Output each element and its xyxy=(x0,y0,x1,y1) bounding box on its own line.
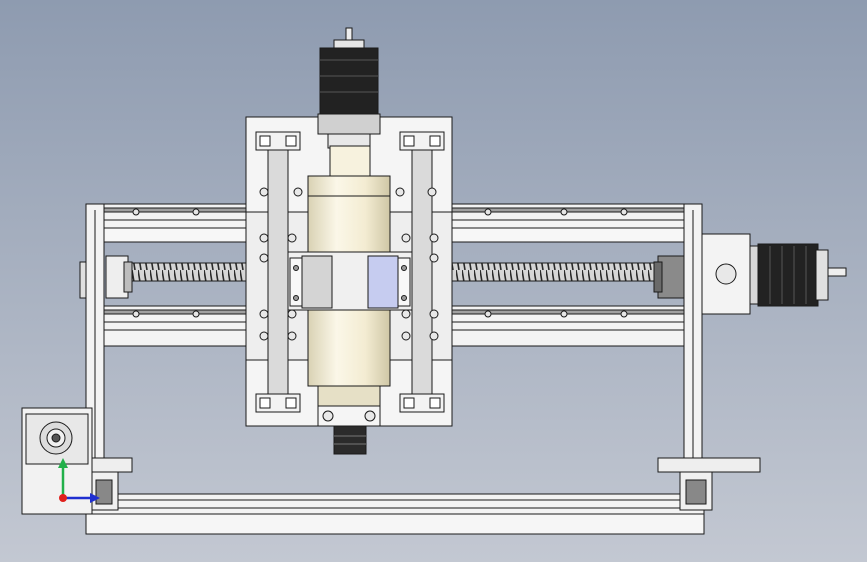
right-side-plate xyxy=(683,203,703,463)
right-screw-bearing-block xyxy=(653,255,685,299)
base-extrusion xyxy=(85,493,705,535)
right-foot xyxy=(657,457,761,511)
stepper-motor-icon xyxy=(749,243,847,307)
z-stepper-motor xyxy=(317,27,381,149)
x-axis-motor-mount xyxy=(701,233,751,315)
lead-screw xyxy=(129,262,661,282)
triad-icon xyxy=(58,458,100,503)
spindle-clamp xyxy=(287,251,413,311)
z-linear-bearings xyxy=(255,131,445,413)
carriage-bolts xyxy=(259,187,439,341)
collet-nut xyxy=(317,405,381,455)
rail-bolts xyxy=(132,208,628,216)
left-screw-bearing-block xyxy=(105,255,133,299)
y-axis-bearing-block xyxy=(21,407,93,515)
